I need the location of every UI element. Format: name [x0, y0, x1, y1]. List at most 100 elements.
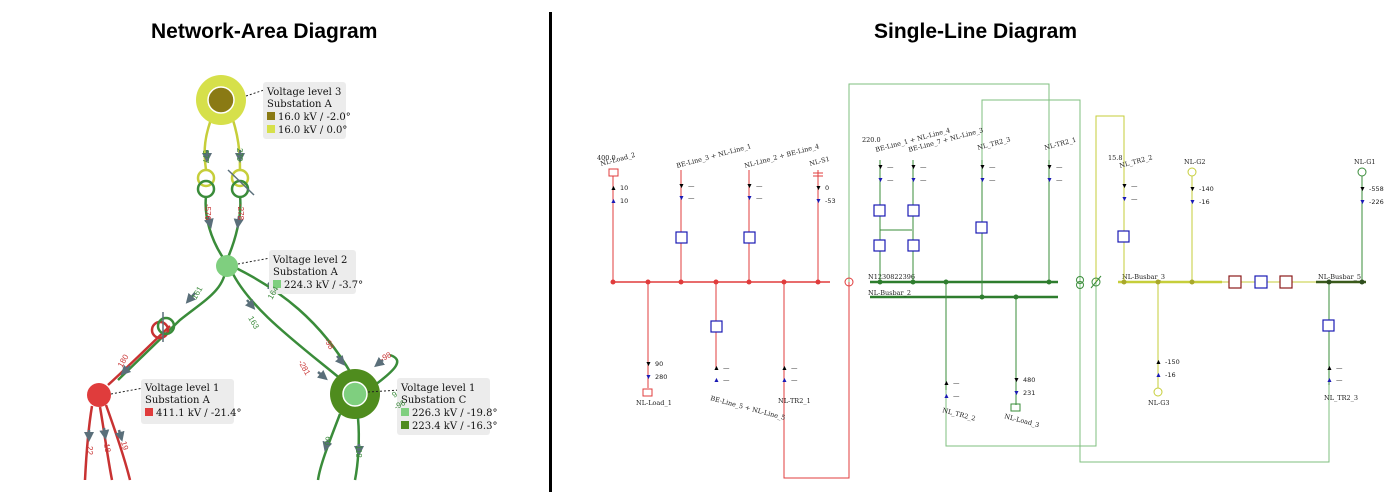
svg-text:▲: ▲: [1326, 365, 1333, 372]
vl1c-node[interactable]: [330, 369, 380, 419]
flow-arrow: [322, 439, 333, 452]
flow-label: -281: [296, 359, 312, 378]
flow-label: 18: [102, 443, 113, 454]
vl15-nodes-b5: [1326, 279, 1365, 285]
svg-text:—: —: [756, 194, 763, 202]
svg-text:▲: ▲: [610, 198, 617, 205]
vl220-voltage: 220.0: [862, 136, 881, 144]
svg-text:▼: ▼: [1121, 196, 1128, 203]
feeder-label: NL-Load_3: [1003, 412, 1040, 429]
generator-icon[interactable]: [1357, 167, 1367, 177]
breaker-icon[interactable]: [907, 204, 920, 217]
load-icon[interactable]: [642, 388, 653, 397]
vl15-nodes: [1121, 279, 1195, 285]
flow-label: 577: [201, 150, 210, 164]
svg-text:▲: ▲: [610, 185, 617, 192]
svg-text:—: —: [953, 379, 960, 387]
busbar-label: NL-Busbar_3: [1122, 273, 1165, 281]
legend-swatch: [273, 280, 281, 288]
svg-text:-16: -16: [1165, 371, 1176, 379]
flow-arrow: [185, 292, 197, 304]
breaker-icon[interactable]: [975, 221, 988, 234]
svg-text:▼: ▼: [645, 361, 652, 368]
svg-text:▲: ▲: [713, 365, 720, 372]
svg-text:—: —: [989, 176, 996, 184]
breaker-icon[interactable]: [675, 231, 688, 244]
load-icon[interactable]: [1010, 403, 1021, 412]
svg-text:—: —: [1056, 163, 1063, 171]
feeder-label: NL_TR2_2: [941, 406, 976, 423]
feeder-label: NL-G3: [1148, 399, 1170, 407]
vl3-node[interactable]: [196, 75, 246, 125]
busbar-label: N1230822396: [868, 273, 915, 281]
legend-swatch: [401, 421, 409, 429]
svg-text:280: 280: [655, 373, 667, 381]
load-icon[interactable]: [608, 168, 619, 177]
breaker-icon[interactable]: [1117, 230, 1130, 243]
feeder-label: NL-TR2_1: [778, 397, 811, 405]
network-area-diagram: Voltage level 3 Substation A 16.0 kV / -…: [83, 75, 497, 481]
vl15-feeder-lines: [1123, 140, 1193, 388]
flow-arrow: [316, 369, 328, 381]
disconnector-icon[interactable]: [1228, 275, 1242, 289]
generator-icon[interactable]: [1153, 387, 1163, 397]
legend-swatch: [401, 408, 409, 416]
svg-text:▼: ▼: [1013, 377, 1020, 384]
svg-text:▼: ▼: [1359, 199, 1366, 206]
vl2-node[interactable]: [216, 255, 238, 277]
feeder-label: NL-G1: [1354, 158, 1376, 166]
transformer-icon[interactable]: [1076, 276, 1084, 289]
vl1a-substation: Substation A: [145, 395, 211, 406]
svg-text:▼: ▼: [877, 177, 884, 184]
nad-title: Network-Area Diagram: [151, 20, 378, 43]
vl3-row1: 16.0 kV / -2.0°: [278, 112, 351, 123]
legend-swatch: [267, 125, 275, 133]
breaker-icon[interactable]: [743, 231, 756, 244]
svg-text:▲: ▲: [781, 377, 788, 384]
svg-text:—: —: [1131, 182, 1138, 190]
breaker-icon[interactable]: [873, 204, 886, 217]
flow-arrow: [99, 427, 110, 440]
breaker-icon[interactable]: [1254, 275, 1268, 289]
svg-text:90: 90: [655, 360, 663, 368]
flow-label: 163: [246, 315, 261, 332]
flow-label: -278: [236, 204, 245, 221]
label-leader: [110, 387, 144, 395]
svg-text:▼: ▼: [746, 195, 753, 202]
svg-text:—: —: [1131, 195, 1138, 203]
disconnector-icon[interactable]: [1279, 275, 1293, 289]
breaker-icon[interactable]: [710, 320, 723, 333]
flow-label: 22: [85, 446, 94, 455]
svg-text:—: —: [887, 176, 894, 184]
vl1a-node[interactable]: [87, 383, 111, 407]
flow-arrow: [203, 215, 214, 229]
svg-text:—: —: [1336, 376, 1343, 384]
phase-shifter-icon[interactable]: [227, 168, 255, 199]
svg-text:▲: ▲: [781, 365, 788, 372]
phase-shifter-icon[interactable]: [150, 312, 176, 342]
svg-text:▼: ▼: [678, 195, 685, 202]
feeder-label: NL-S1: [808, 155, 830, 168]
phase-shifter-icon[interactable]: [1090, 275, 1102, 289]
svg-text:—: —: [1056, 176, 1063, 184]
breaker-icon[interactable]: [873, 239, 886, 252]
svg-text:—: —: [791, 364, 798, 372]
svg-text:—: —: [688, 194, 695, 202]
vl3-infobox: [263, 82, 346, 139]
vl1c-row2: 223.4 kV / -16.3°: [412, 421, 497, 432]
transformer-icon[interactable]: [196, 168, 216, 199]
svg-text:▲: ▲: [1155, 372, 1162, 379]
generator-icon[interactable]: [1187, 167, 1197, 177]
breaker-icon[interactable]: [907, 239, 920, 252]
legend-swatch: [267, 112, 275, 120]
svg-text:—: —: [920, 163, 927, 171]
vl400-feeder-lines: [612, 170, 819, 390]
vl15-measures: ▼— ▼— ▼-140 ▼-16 ▼-558 ▼-226 ▲-150 ▲-16 …: [1121, 182, 1384, 384]
phase-shifter-icon[interactable]: [844, 277, 854, 287]
svg-text:10: 10: [620, 184, 628, 192]
vl1a-row1: 411.1 kV / -21.4°: [156, 408, 241, 419]
svg-text:▼: ▼: [1121, 183, 1128, 190]
breaker-icon[interactable]: [1322, 319, 1335, 332]
vl1c-branches: [316, 413, 364, 481]
svg-text:-150: -150: [1165, 358, 1180, 366]
